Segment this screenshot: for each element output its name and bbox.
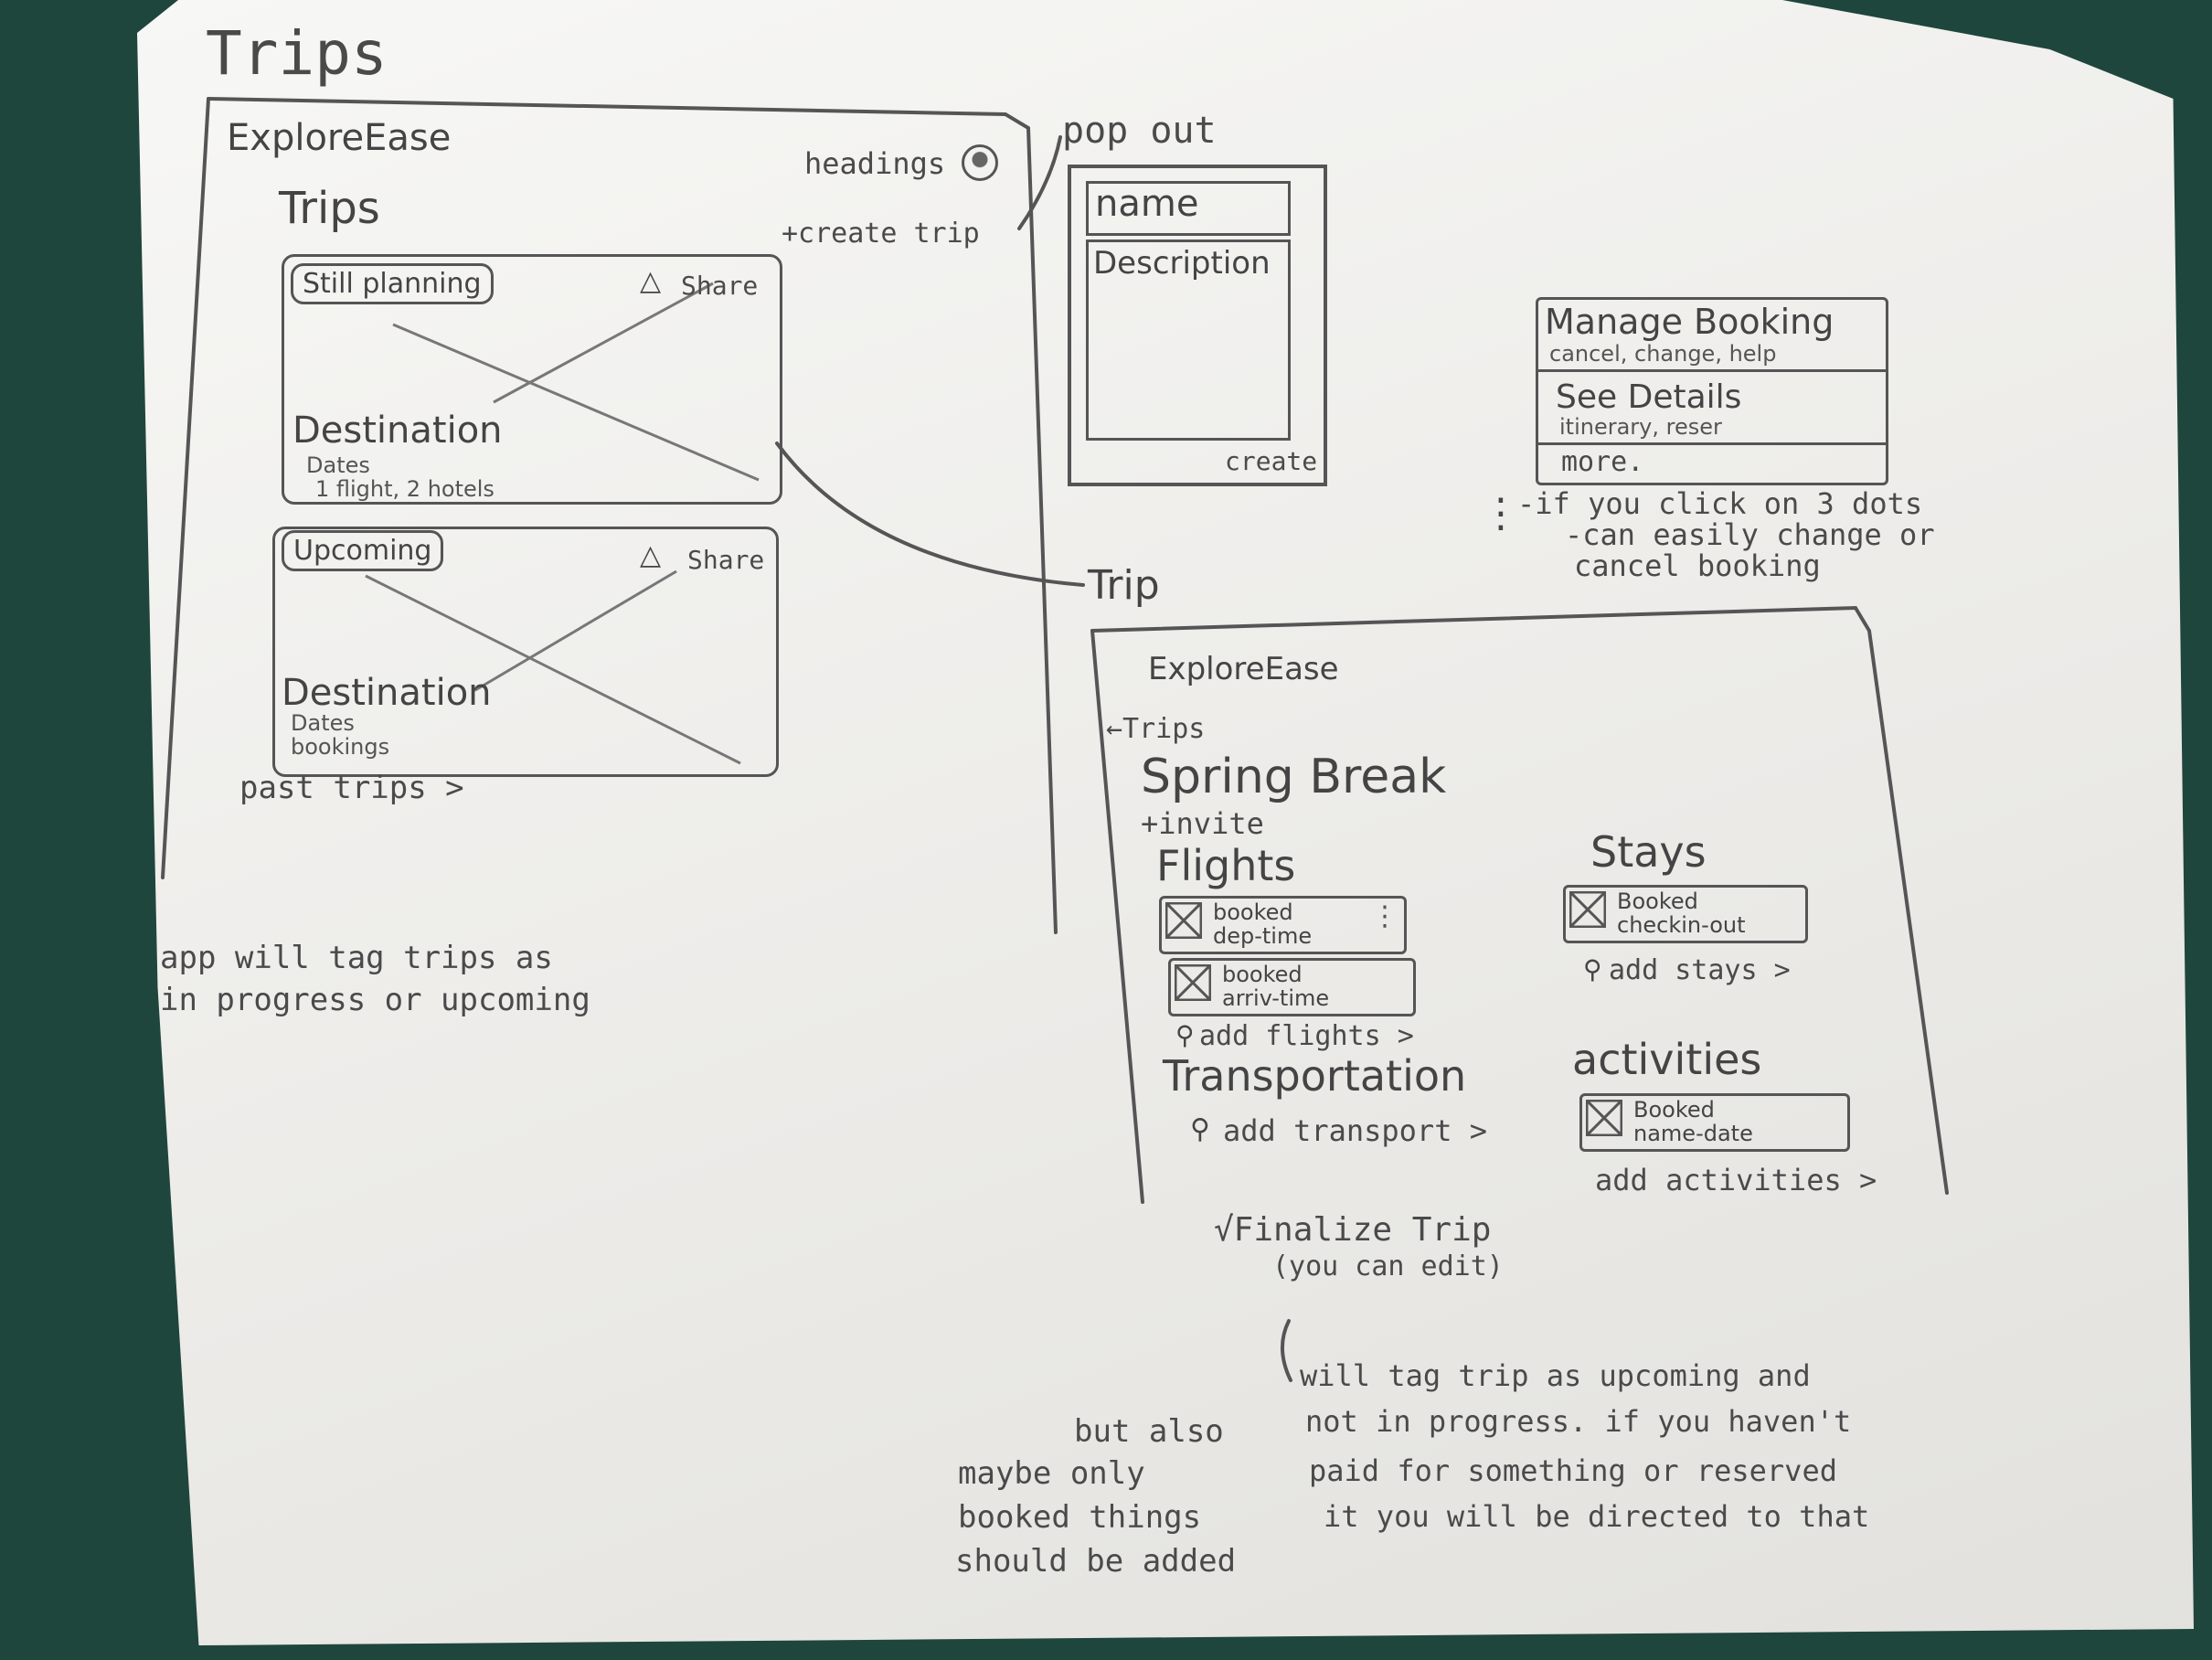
search-icon: ⚲ bbox=[1175, 1020, 1195, 1050]
headings-label[interactable]: headings bbox=[804, 146, 946, 181]
card-dates-planning: Dates bbox=[306, 452, 370, 478]
note-tagging-line2: in progress or upcoming bbox=[160, 982, 590, 1018]
popout-frame bbox=[1068, 165, 1327, 486]
stay-booking-1-status: Booked bbox=[1617, 889, 1698, 914]
finalize-note: (you can edit) bbox=[1272, 1250, 1504, 1282]
add-transport-link[interactable]: add transport > bbox=[1223, 1113, 1487, 1148]
search-icon: ⚲ bbox=[1190, 1113, 1210, 1145]
invite-button[interactable]: +invite bbox=[1141, 806, 1264, 841]
status-badge-upcoming: Upcoming bbox=[282, 530, 444, 571]
menu-item-manage[interactable] bbox=[1538, 300, 1886, 372]
flight-booking-1-status: booked bbox=[1213, 899, 1293, 925]
trips-brand: ExploreEase bbox=[227, 117, 452, 159]
note-booked-line3: booked things bbox=[958, 1499, 1202, 1536]
more-dots-icon[interactable]: ⋮ bbox=[1481, 490, 1521, 537]
more-dots-icon[interactable]: ⋮ bbox=[1371, 900, 1398, 932]
popout-create-button[interactable]: create bbox=[1225, 446, 1318, 476]
add-stays-link[interactable]: add stays > bbox=[1609, 954, 1791, 986]
past-trips-link[interactable]: past trips > bbox=[239, 770, 464, 806]
finalize-trip-button[interactable]: √Finalize Trip bbox=[1214, 1211, 1492, 1249]
trip-card-planning[interactable] bbox=[282, 254, 782, 505]
trips-title: Trips bbox=[279, 183, 380, 234]
create-trip-button[interactable]: +create trip bbox=[782, 218, 980, 250]
transportation-heading: Transportation bbox=[1163, 1051, 1467, 1101]
sheet-title: Trips bbox=[206, 18, 388, 89]
placeholder-image-icon bbox=[1569, 891, 1606, 928]
card-destination-planning: Destination bbox=[292, 410, 503, 452]
stay-booking-1[interactable]: Booked checkin-out bbox=[1563, 885, 1808, 943]
card-destination-upcoming: Destination bbox=[282, 672, 492, 714]
share-button-planning[interactable]: Share bbox=[681, 271, 759, 301]
menu-item-more[interactable]: more. bbox=[1561, 446, 1644, 478]
menu-item-details-title: See Details bbox=[1556, 378, 1742, 416]
menu-item-details-sub: itinerary, reser bbox=[1559, 414, 1722, 440]
note-upcoming-line4: it you will be directed to that bbox=[1324, 1499, 1870, 1534]
activities-heading: activities bbox=[1572, 1035, 1762, 1084]
activity-booking-1-time: name-date bbox=[1633, 1121, 1753, 1146]
description-field-label: Description bbox=[1093, 245, 1271, 282]
card-dates-upcoming: Dates bbox=[291, 710, 355, 736]
flights-heading: Flights bbox=[1156, 841, 1296, 890]
popout-label: pop out bbox=[1062, 110, 1217, 152]
add-flights-link[interactable]: add flights > bbox=[1199, 1020, 1414, 1052]
menu-note-line2: -can easily change or bbox=[1565, 517, 1935, 552]
share-icon[interactable]: △ bbox=[640, 539, 662, 571]
menu-item-details[interactable] bbox=[1538, 371, 1886, 445]
flight-booking-1[interactable]: booked dep-time ⋮ bbox=[1159, 896, 1407, 954]
trip-brand: ExploreEase bbox=[1148, 651, 1339, 687]
note-booked-line4: should be added bbox=[955, 1543, 1237, 1580]
search-icon: ⚲ bbox=[1583, 954, 1602, 984]
menu-note-line1: -if you click on 3 dots bbox=[1517, 486, 1923, 521]
name-field[interactable] bbox=[1086, 181, 1291, 236]
stay-booking-1-time: checkin-out bbox=[1617, 912, 1746, 938]
trip-title: Spring Break bbox=[1141, 750, 1447, 804]
menu-note-line3: cancel booking bbox=[1574, 548, 1821, 583]
menu-item-manage-title: Manage Booking bbox=[1545, 302, 1834, 342]
profile-icon[interactable] bbox=[962, 144, 998, 181]
status-badge-planning: Still planning bbox=[291, 263, 494, 304]
placeholder-image-icon bbox=[1165, 902, 1202, 939]
card-bookings-upcoming: bookings bbox=[291, 734, 390, 760]
add-activities-link[interactable]: add activities > bbox=[1595, 1163, 1877, 1197]
note-upcoming-line3: paid for something or reserved bbox=[1309, 1453, 1837, 1488]
trip-card-upcoming[interactable] bbox=[272, 527, 779, 777]
description-field[interactable] bbox=[1086, 239, 1291, 441]
name-field-label: name bbox=[1095, 183, 1199, 225]
stays-heading: Stays bbox=[1590, 827, 1707, 877]
note-booked-line1: but also bbox=[1074, 1413, 1224, 1450]
note-tagging-line1: app will tag trips as bbox=[160, 940, 553, 976]
note-upcoming-line1: will tag trip as upcoming and bbox=[1300, 1358, 1811, 1393]
activity-booking-1-status: Booked bbox=[1633, 1097, 1715, 1123]
flight-booking-2-status: booked bbox=[1222, 962, 1303, 987]
note-upcoming-line2: not in progress. if you haven't bbox=[1305, 1404, 1852, 1439]
share-button-upcoming[interactable]: Share bbox=[687, 545, 765, 575]
paper-sheet bbox=[137, 0, 2194, 1645]
note-booked-line2: maybe only bbox=[958, 1455, 1145, 1492]
back-to-trips-link[interactable]: ←Trips bbox=[1106, 713, 1206, 745]
flight-booking-2[interactable]: booked arriv-time bbox=[1168, 958, 1416, 1016]
share-icon[interactable]: △ bbox=[640, 265, 662, 297]
flight-booking-1-time: dep-time bbox=[1213, 923, 1313, 949]
menu-item-manage-sub: cancel, change, help bbox=[1549, 341, 1777, 367]
trip-screen-label: Trip bbox=[1088, 562, 1160, 609]
placeholder-image-icon bbox=[1175, 964, 1211, 1001]
booking-menu bbox=[1536, 297, 1888, 485]
activity-booking-1[interactable]: Booked name-date bbox=[1579, 1093, 1850, 1152]
flight-booking-2-time: arriv-time bbox=[1222, 985, 1330, 1011]
card-bookings-planning: 1 flight, 2 hotels bbox=[315, 476, 495, 502]
placeholder-image-icon bbox=[1586, 1100, 1622, 1136]
